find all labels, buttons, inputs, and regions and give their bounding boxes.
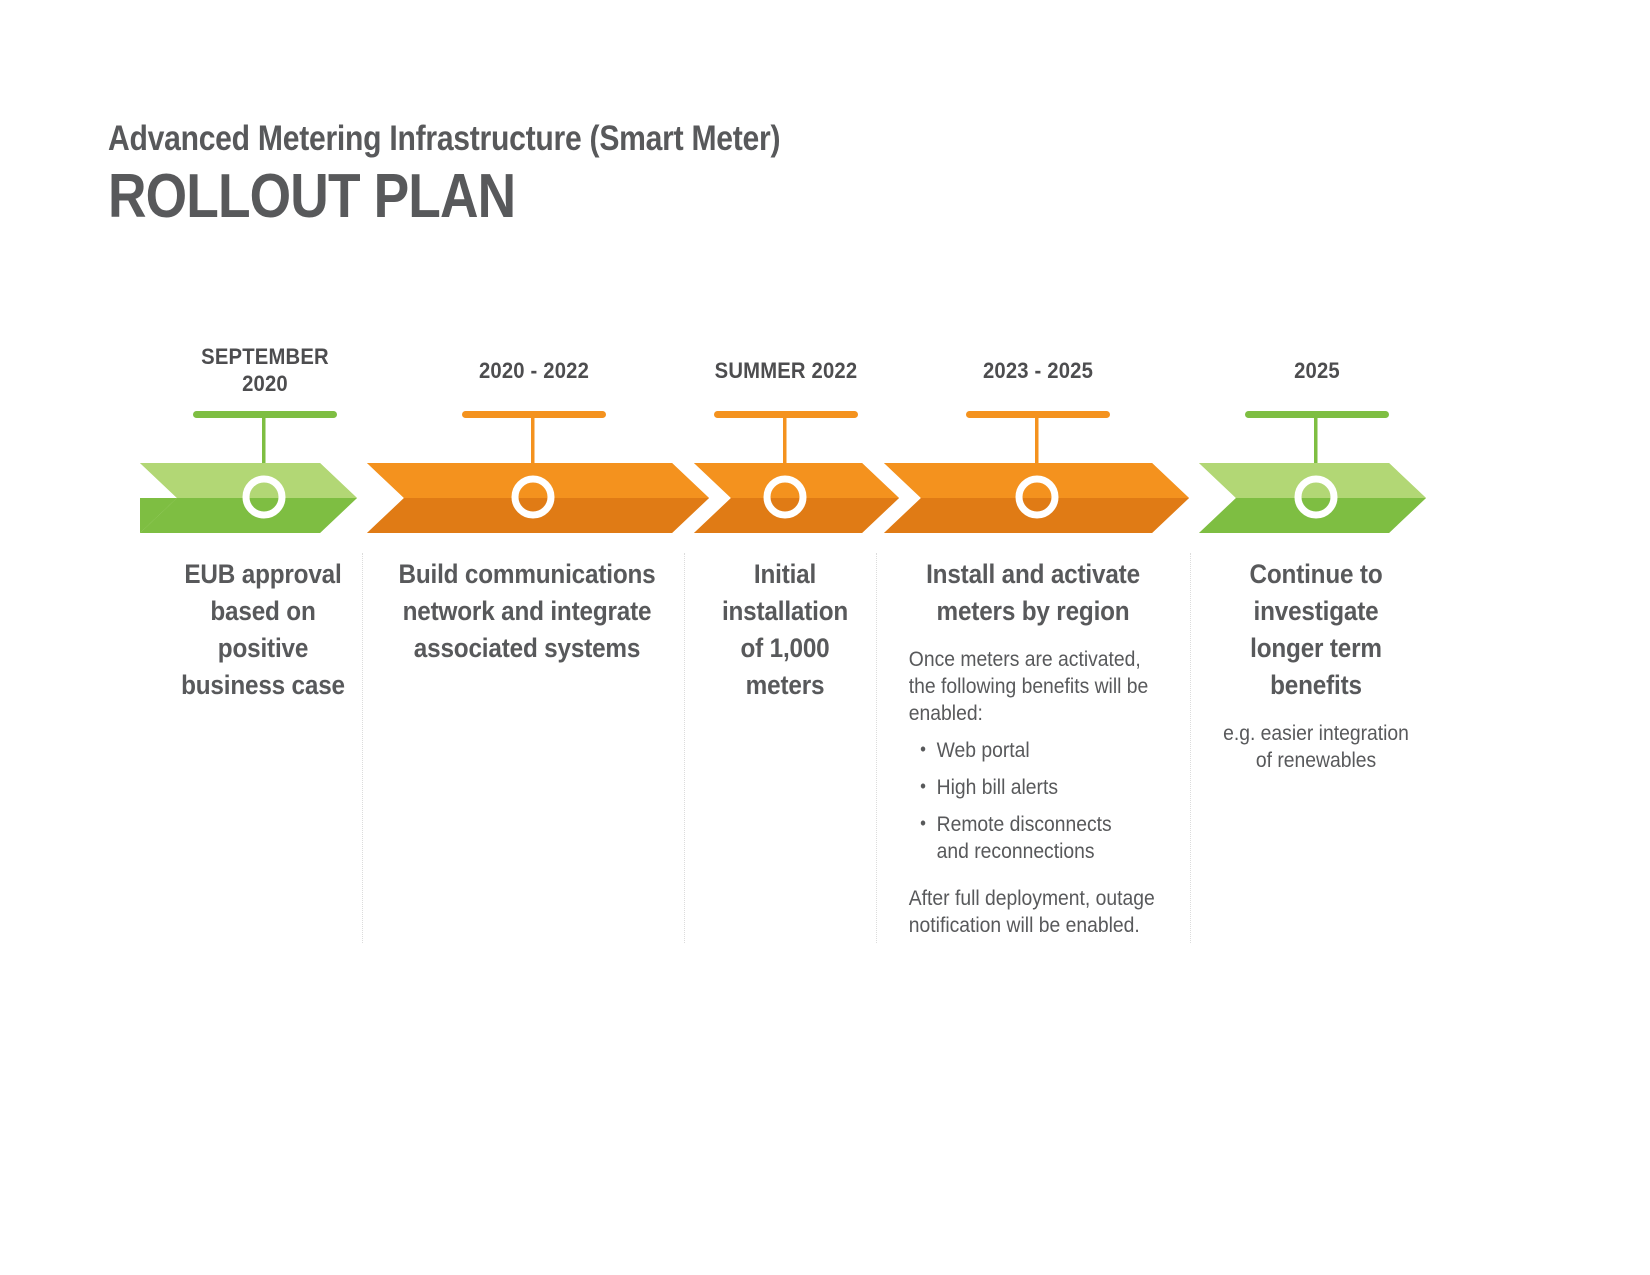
chevron-stage-5[interactable] <box>1199 463 1426 533</box>
date-label-stage-2: 2020 - 2022 <box>478 358 590 383</box>
date-label-stage-4: 2023 - 2025 <box>982 358 1094 383</box>
list-item: Web portal <box>918 736 1146 764</box>
marker-ring-stage-4 <box>1015 475 1059 519</box>
chevron-stage-3[interactable] <box>694 463 899 533</box>
marker-ring-stage-5 <box>1294 475 1338 519</box>
stage-body2-4: After full deployment, outage notificati… <box>908 887 1155 937</box>
date-label-stage-3: SUMMER 2022 <box>714 358 858 383</box>
page-subtitle: Advanced Metering Infrastructure (Smart … <box>108 119 781 158</box>
connector-stage-5 <box>1245 411 1389 500</box>
marker-ring-stage-2 <box>511 475 555 519</box>
column-divider-4 <box>1190 553 1191 943</box>
marker-ring-stage-3 <box>763 475 807 519</box>
stage-heading-3: Initial installation of 1,000 meters <box>721 559 849 700</box>
column-divider-1 <box>362 553 363 943</box>
list-item: High bill alerts <box>918 773 1146 801</box>
date-label-stage-1: SEPTEMBER 2020 <box>201 344 329 396</box>
stage-column-1: EUB approval based on positive business … <box>152 556 374 704</box>
stage-heading-1: EUB approval based on positive business … <box>181 559 345 700</box>
connector-stage-3 <box>714 411 858 500</box>
chevron-stage-2[interactable] <box>367 463 709 533</box>
column-divider-3 <box>876 553 877 943</box>
connector-stage-1 <box>193 411 337 500</box>
stage-column-4: Install and activate meters by region On… <box>898 556 1168 939</box>
date-label-stage-5: 2025 <box>1294 358 1340 383</box>
connector-stage-4 <box>966 411 1110 500</box>
stage-heading-4: Install and activate meters by region <box>926 559 1140 626</box>
page-title: ROLLOUT PLAN <box>108 162 516 231</box>
stage-heading-5: Continue to investigate longer term bene… <box>1249 559 1383 700</box>
title-block: Advanced Metering Infrastructure (Smart … <box>108 118 1208 232</box>
list-item: Remote disconnects and reconnections <box>918 810 1146 865</box>
stage-bullet-list-4: Web portal High bill alerts Remote disco… <box>898 736 1146 865</box>
stage-column-2: Build communications network and integra… <box>382 556 672 667</box>
column-divider-2 <box>684 553 685 943</box>
stage-column-5: Continue to investigate longer term bene… <box>1210 556 1422 774</box>
stage-column-3: Initial installation of 1,000 meters <box>700 556 870 704</box>
chevron-stage-4[interactable] <box>884 463 1189 533</box>
stage-body-4: Once meters are activated, the following… <box>908 648 1149 725</box>
marker-ring-stage-1 <box>242 475 286 519</box>
stage-heading-2: Build communications network and integra… <box>398 559 656 663</box>
connector-stage-2 <box>462 411 606 500</box>
stage-body-5: e.g. easier integration of renewables <box>1223 722 1409 772</box>
